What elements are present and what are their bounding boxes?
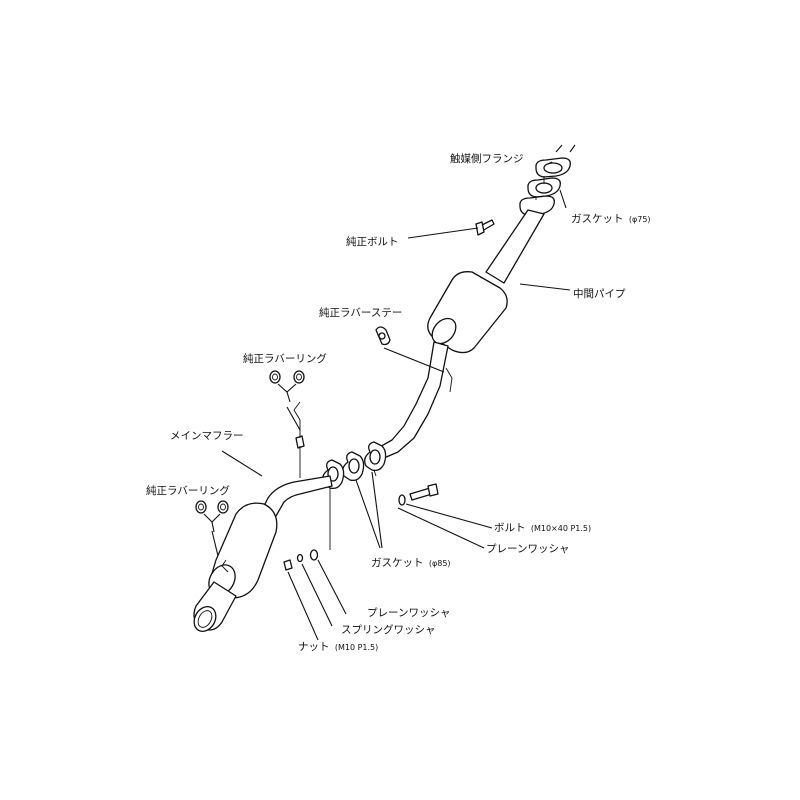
catalyst-flange (535, 144, 576, 178)
label-gasket-75-text: ガスケット (571, 213, 624, 225)
label-nut-spec: (M10 P1.5) (335, 643, 378, 652)
oem-rubber-stay-part (375, 326, 391, 346)
label-cat-flange: 触媒側フランジ (450, 152, 524, 165)
leader-lines (211, 161, 571, 641)
label-gasket-75-size: (φ75) (629, 215, 651, 224)
label-main-muffler: メインマフラー (170, 430, 244, 442)
oem-rubber-ring-left-part (195, 500, 229, 533)
label-spring-washer: スプリングワッシャ (341, 623, 436, 636)
label-oem-rubber-stay: 純正ラバーステー (319, 306, 402, 319)
nut-washers-part (283, 549, 319, 571)
main-muffler-part (193, 435, 345, 632)
label-mid-pipe: 中間パイプ (573, 287, 626, 300)
label-nut-text: ナット (298, 641, 330, 653)
label-gasket-85: ガスケット (φ85) (371, 557, 451, 569)
label-oem-bolt: 純正ボルト (346, 235, 399, 248)
label-oem-rubber-ring-top: 純正ラバーリング (243, 352, 327, 365)
label-gasket-75: ガスケット (φ75) (571, 213, 651, 225)
bolt-part (398, 483, 439, 506)
label-bolt-text: ボルト (494, 522, 526, 534)
oem-rubber-ring-top-part (269, 370, 305, 403)
label-bolt-spec: (M10×40 P1.5) (531, 524, 591, 533)
label-gasket-85-size: (φ85) (429, 559, 451, 568)
label-plain-washer-bottom: プレーンワッシャ (367, 607, 450, 619)
mid-pipe (364, 195, 555, 472)
label-nut: ナット (M10 P1.5) (298, 641, 378, 653)
oem-bolt-part (475, 219, 495, 236)
label-gasket-85-text: ガスケット (371, 557, 424, 569)
label-oem-rubber-ring-left: 純正ラバーリング (146, 484, 230, 497)
label-bolt: ボルト (M10×40 P1.5) (494, 522, 591, 534)
label-plain-washer-right: プレーンワッシャ (486, 543, 569, 555)
gasket-85 (342, 451, 365, 482)
